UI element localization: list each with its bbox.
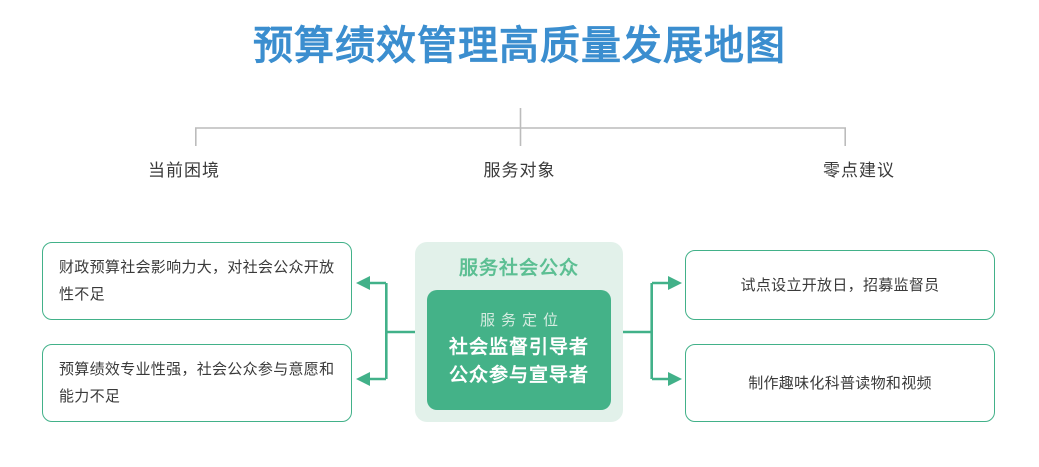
right-arrow-bracket-icon xyxy=(623,281,669,381)
page-title: 预算绩效管理高质量发展地图 xyxy=(253,24,786,68)
right-suggestion-text-2: 制作趣味化科普读物和视频 xyxy=(748,374,932,392)
center-role-1: 社会监督引导者 xyxy=(448,337,589,358)
right-suggestion-box-2[interactable]: 制作趣味化科普读物和视频 xyxy=(685,344,995,422)
center-heading: 服务社会公众 xyxy=(458,258,579,279)
column-label-center: 服务对象 xyxy=(483,161,556,180)
left-issue-text-1: 财政预算社会影响力大，对社会公众开放性不足 xyxy=(59,259,335,303)
center-subtitle: 服务定位 xyxy=(479,312,564,329)
column-label-left: 当前困境 xyxy=(148,161,220,180)
center-role-2: 公众参与宣导者 xyxy=(448,365,589,386)
center-panel[interactable]: 服务社会公众 服务定位 社会监督引导者 公众参与宣导者 xyxy=(415,242,623,422)
left-issue-box-2[interactable]: 预算绩效专业性强，社会公众参与意愿和能力不足 xyxy=(42,344,352,422)
arrow-head-right-bottom-icon xyxy=(668,372,682,386)
arrow-head-right-top-icon xyxy=(668,276,682,290)
arrow-head-left-top-icon xyxy=(356,276,370,290)
left-issue-box-1[interactable]: 财政预算社会影响力大，对社会公众开放性不足 xyxy=(42,242,352,320)
arrow-head-left-bottom-icon xyxy=(356,372,370,386)
left-arrow-bracket-icon xyxy=(369,281,415,381)
top-bracket-icon xyxy=(195,108,847,146)
right-suggestion-text-1: 试点设立开放日，招募监督员 xyxy=(740,276,940,294)
left-issue-text-2: 预算绩效专业性强，社会公众参与意愿和能力不足 xyxy=(59,361,335,405)
right-suggestion-box-1[interactable]: 试点设立开放日，招募监督员 xyxy=(685,250,995,320)
column-label-right: 零点建议 xyxy=(823,161,895,180)
center-inner-card: 服务定位 社会监督引导者 公众参与宣导者 xyxy=(427,290,611,410)
